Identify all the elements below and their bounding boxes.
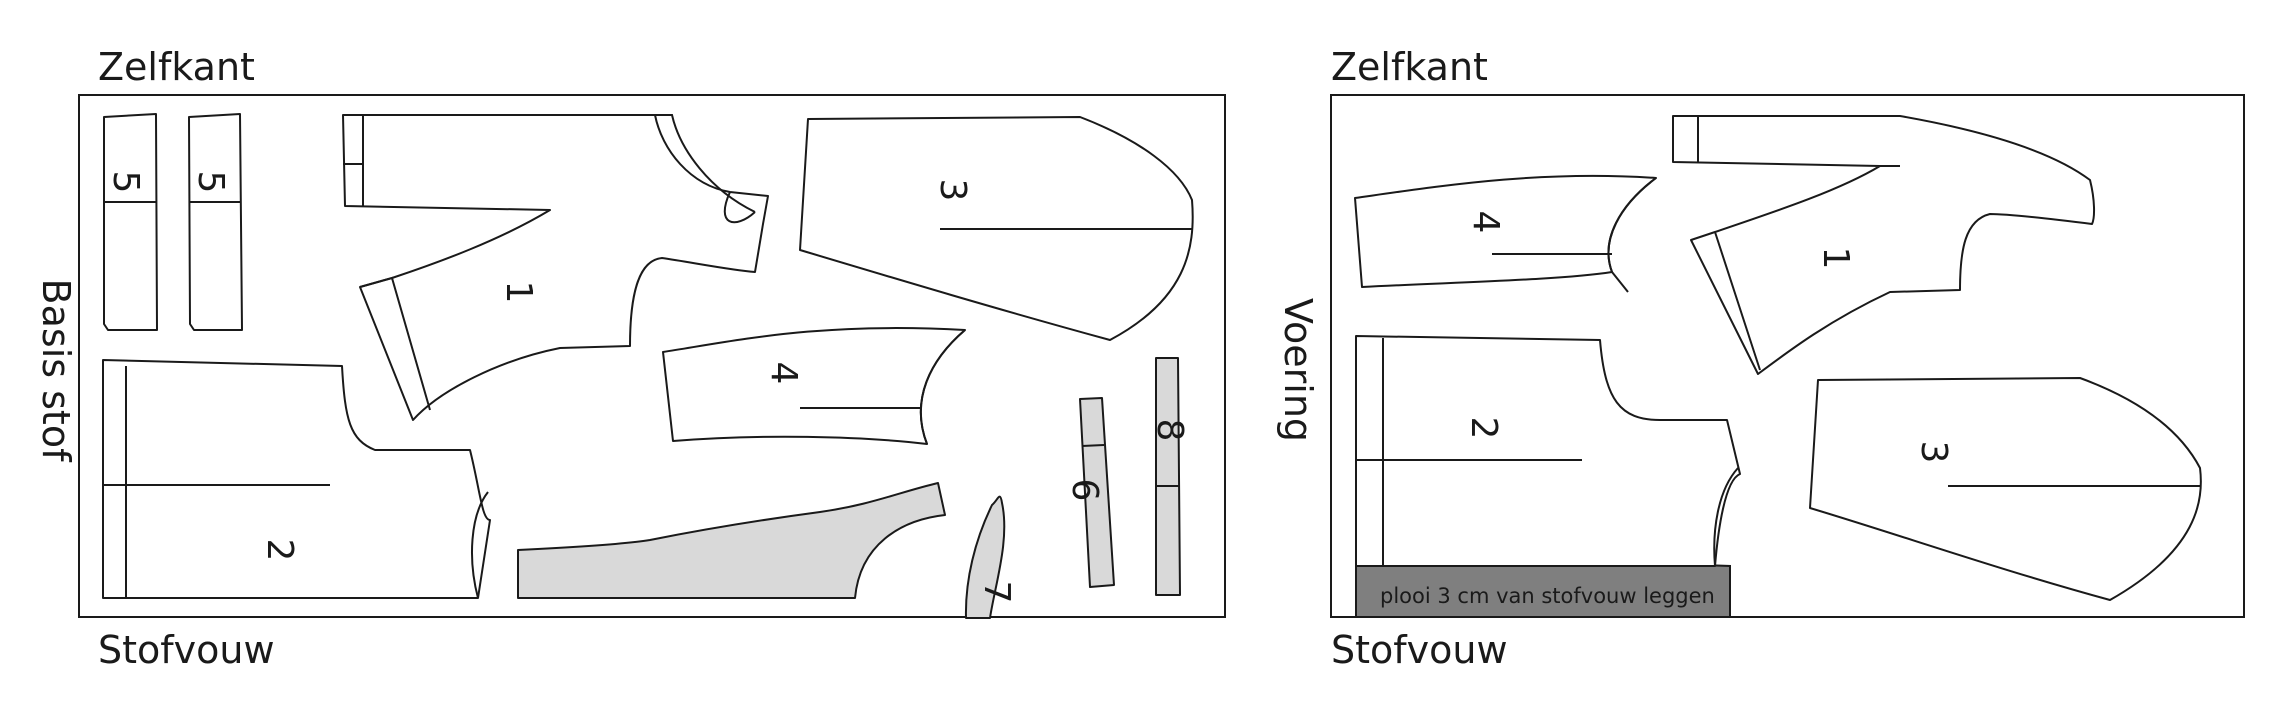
right-top-edge-label: Zelfkant xyxy=(1331,45,1488,89)
piece-3 xyxy=(799,116,1194,341)
piece-4 xyxy=(662,327,966,445)
piece-7 xyxy=(964,495,1006,619)
piece-num-6: 6 xyxy=(1064,479,1105,502)
piece-num-2: 2 xyxy=(259,539,300,562)
piece-1 xyxy=(342,114,769,421)
piece-num-3: 3 xyxy=(932,179,973,202)
lining-num-1: 1 xyxy=(1815,247,1856,270)
piece-num-5b: 5 xyxy=(190,171,231,194)
piece-facing xyxy=(517,482,946,599)
lining-piece-4 xyxy=(1354,174,1657,293)
lining-piece-2 xyxy=(1355,335,1741,567)
piece-num-8: 8 xyxy=(1149,419,1190,442)
left-bottom-edge-label: Stofvouw xyxy=(98,628,275,672)
left-side-label: Basis stof xyxy=(34,279,78,464)
piece-8 xyxy=(1155,357,1181,596)
piece-2 xyxy=(102,359,491,599)
piece-5b xyxy=(188,113,243,331)
piece-5a xyxy=(103,113,158,331)
left-layout: 5 5 1 3 2 4 6 8 7 Zelfkant Stofvouw Basi… xyxy=(34,45,1226,672)
piece-num-5a: 5 xyxy=(105,171,146,194)
right-side-label: Voering xyxy=(1276,298,1320,442)
right-fabric-frame xyxy=(1330,94,2245,618)
lining-num-3: 3 xyxy=(1913,441,1954,464)
left-fabric-frame xyxy=(78,94,1226,618)
piece-6 xyxy=(1079,397,1115,588)
piece-num-4: 4 xyxy=(763,362,804,385)
piece-num-1: 1 xyxy=(498,281,539,304)
left-top-edge-label: Zelfkant xyxy=(98,45,255,89)
fold-note: plooi 3 cm van stofvouw leggen xyxy=(1380,584,1715,608)
lining-num-4: 4 xyxy=(1465,211,1506,234)
piece-num-7: 7 xyxy=(976,581,1017,604)
right-layout: plooi 3 cm van stofvouw leggen 4 xyxy=(1276,45,2245,672)
lining-num-2: 2 xyxy=(1463,417,1504,440)
lining-piece-3 xyxy=(1809,377,2202,601)
right-bottom-edge-label: Stofvouw xyxy=(1331,628,1508,672)
lining-piece-1 xyxy=(1672,115,2096,375)
